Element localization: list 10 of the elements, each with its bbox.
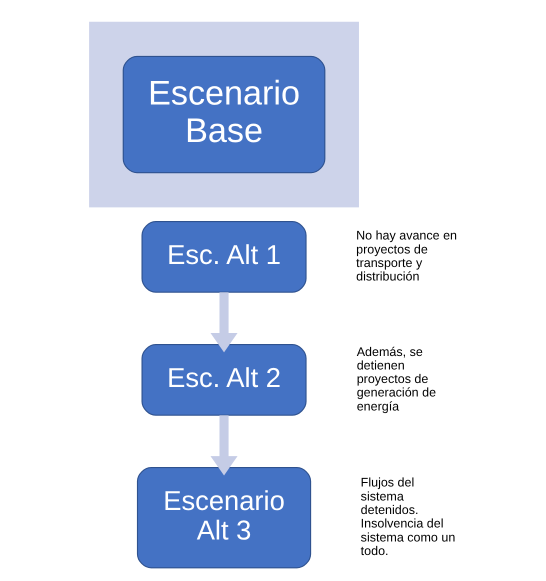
node-box: Escenario Alt 3: [136, 467, 312, 568]
arrow: [210, 292, 238, 352]
node-box: Escenario Base: [122, 56, 326, 174]
cluster: [89, 22, 359, 208]
node-label: Flujos del sistema detenidos. Insolvencia del sistema como un todo.: [360, 476, 456, 558]
arrow: [210, 415, 238, 476]
node-label: Además, se detienen proyectos de generación de energía: [356, 344, 436, 414]
node-box: Esc. Alt 1: [141, 221, 307, 293]
node-box: Esc. Alt 2: [141, 344, 307, 416]
node-label: No hay avance en proyectos de transporte y distribución: [356, 228, 458, 284]
